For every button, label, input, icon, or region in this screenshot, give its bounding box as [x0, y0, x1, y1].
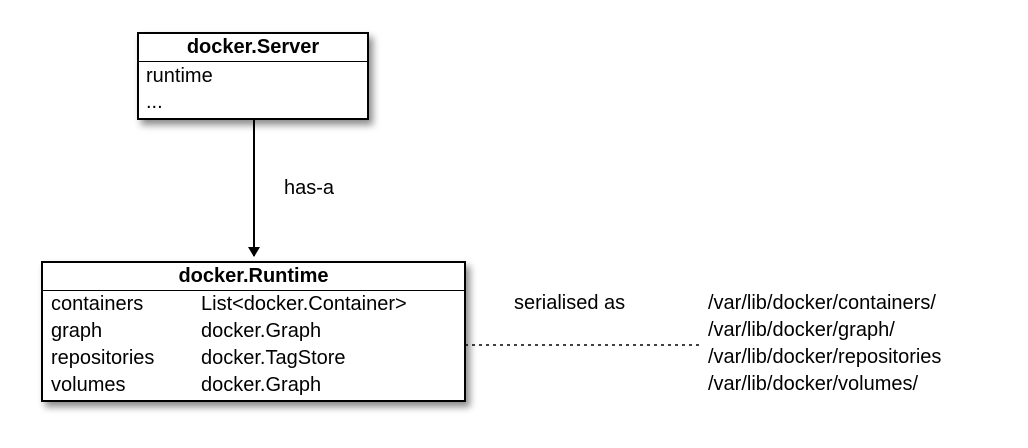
runtime-field-volumes-type: docker.Graph — [201, 374, 322, 396]
server-class-title: docker.Server — [139, 34, 367, 62]
runtime-field-volumes-name: volumes — [51, 374, 126, 396]
runtime-field-graph-name: graph — [51, 320, 103, 342]
runtime-class-box: docker.Runtime containers List<docker.Co… — [41, 261, 466, 402]
path-containers: /var/lib/docker/containers/ — [708, 292, 936, 314]
runtime-field-containers-name: containers — [51, 293, 144, 315]
runtime-field-graph-type: docker.Graph — [201, 320, 322, 342]
server-field-ellipsis: ... — [146, 91, 163, 113]
runtime-field-repositories-type: docker.TagStore — [201, 347, 346, 369]
runtime-class-title: docker.Runtime — [43, 263, 464, 291]
has-a-label: has-a — [284, 177, 335, 199]
runtime-field-repositories-name: repositories — [51, 347, 155, 369]
path-volumes: /var/lib/docker/volumes/ — [708, 373, 919, 395]
path-graph: /var/lib/docker/graph/ — [708, 319, 895, 341]
serialised-as-label: serialised as — [514, 292, 626, 314]
server-class-box: docker.Server runtime ... — [137, 32, 369, 120]
path-repositories: /var/lib/docker/repositories — [708, 346, 942, 368]
server-field-runtime: runtime — [146, 65, 213, 87]
runtime-field-containers-type: List<docker.Container> — [201, 293, 407, 315]
